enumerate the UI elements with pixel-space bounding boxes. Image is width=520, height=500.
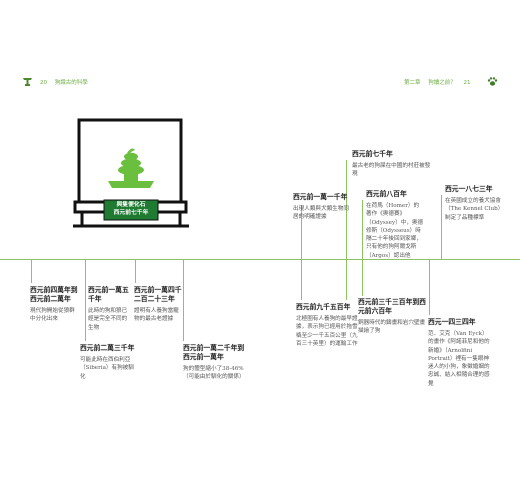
event-description: 可能此時在西伯利亞（Siberia）有狗被馴化 — [80, 357, 134, 380]
event-description: 證明有人養狗當寵物的最古老證據 — [134, 308, 179, 323]
event-description: 最古老的狗屎在中國的村莊被發現 — [352, 163, 431, 178]
paw-icon — [487, 77, 498, 86]
timeline-tick — [441, 195, 442, 259]
timeline-event: 西元前三千三百年到西元前六百年 銅器時代的鑄畫和岩穴壁畫描繪了狗 — [358, 298, 426, 336]
running-title-right: 狗讀之前？ — [428, 80, 456, 86]
event-date: 西元前九千五百年 — [296, 303, 351, 311]
chapter-label: 第二章 — [404, 80, 421, 86]
event-description: 出現人類與犬類生物同居的明確證據 — [293, 206, 349, 221]
event-description: 銅器時代的鑄畫和岩穴壁畫描繪了狗 — [358, 320, 426, 335]
timeline-tick — [31, 259, 32, 283]
timeline-event: 西元一四三四年 范．艾克（Van Eyck）的畫作《阿諾菲尼和他的新婚》（Arn… — [428, 318, 490, 388]
event-description: 狗的體型縮小了38-46%（可能由於馴化的關係） — [183, 366, 245, 381]
timeline-event: 西元前一萬二千年到西元前一萬年 狗的體型縮小了38-46%（可能由於馴化的關係） — [183, 344, 245, 382]
timeline-event: 西元前七千年 最古老的狗屎在中國的村莊被發現 — [352, 150, 434, 179]
running-title-left: 狗識古的科學 — [54, 80, 88, 86]
trophy-plaque-line-1: 與隻便化石 — [116, 202, 146, 208]
event-date: 西元前一萬一千年 — [293, 193, 348, 201]
event-date: 西元前一萬五千年 — [88, 286, 129, 303]
timeline-tick — [135, 259, 136, 283]
event-description: 現代狗開始從狼群中分化出來 — [30, 308, 75, 323]
timeline-axis — [0, 259, 520, 260]
page-number-left: 20 — [40, 80, 47, 86]
poop-trophy-icon — [23, 78, 32, 86]
timeline-tick — [301, 205, 302, 300]
event-date: 西元一四三四年 — [428, 318, 476, 326]
timeline-tick — [429, 259, 430, 315]
timeline-event: 西元前四萬年到西元前二萬年 現代狗開始從狼群中分化出來 — [30, 286, 80, 324]
timeline-tick — [362, 200, 363, 296]
timeline-event: 西元一八七三年 在英國成立的養犬協會（The Kennel Club）制定了品種… — [445, 185, 505, 222]
event-description: 在荷馬（Homer）的著作《奧德賽》（Odyssey）中，奧德修斯（Odysse… — [366, 203, 424, 259]
event-date: 西元一八七三年 — [445, 185, 493, 193]
event-date: 西元前一萬二千年到西元前一萬年 — [183, 344, 245, 361]
display-case-illustration — [73, 118, 189, 228]
timeline-tick — [85, 259, 86, 341]
trophy-plaque-line-2: 西元前七千年 — [113, 210, 149, 216]
event-description: 此時的狗和狼已經是完全不同的生物 — [88, 308, 128, 331]
event-date: 西元前一萬四千二百二十三年 — [134, 286, 182, 303]
event-date: 西元前二萬三千年 — [80, 344, 135, 352]
timeline-event: 西元前二萬三千年 可能此時在西伯利亞（Siberia）有狗被馴化 — [80, 344, 136, 381]
timeline-event: 西元前九千五百年 北極圈有人養狗的最早證據，表示狗已經用於拖雪橇至少一千五百公里… — [296, 303, 358, 348]
page-number-right: 21 — [463, 80, 471, 86]
event-description: 在英國成立的養犬協會（The Kennel Club）制定了品種標準 — [445, 198, 504, 221]
event-date: 西元前八百年 — [366, 190, 407, 198]
timeline-tick — [346, 160, 347, 300]
event-date: 西元前七千年 — [352, 150, 393, 158]
timeline-event: 西元前一萬五千年 此時的狗和狼已經是完全不同的生物 — [88, 286, 132, 332]
event-description: 北極圈有人養狗的最早證據，表示狗已經用於拖雪橇至少一千五百公里（九百三十英里）的… — [296, 316, 358, 347]
timeline-event: 西元前八百年 在荷馬（Homer）的著作《奧德賽》（Odyssey）中，奧德修斯… — [366, 190, 424, 260]
timeline-event: 西元前一萬四千二百二十三年 證明有人養狗當寵物的最古老證據 — [134, 286, 182, 324]
timeline-event: 西元前一萬一千年 出現人類與犬類生物同居的明確證據 — [293, 193, 353, 222]
timeline-tick — [183, 259, 184, 341]
event-date: 西元前四萬年到西元前二萬年 — [30, 286, 78, 303]
event-description: 范．艾克（Van Eyck）的畫作《阿諾菲尼和他的新婚》（Arnolfini P… — [428, 331, 490, 387]
event-date: 西元前三千三百年到西元前六百年 — [358, 298, 426, 315]
